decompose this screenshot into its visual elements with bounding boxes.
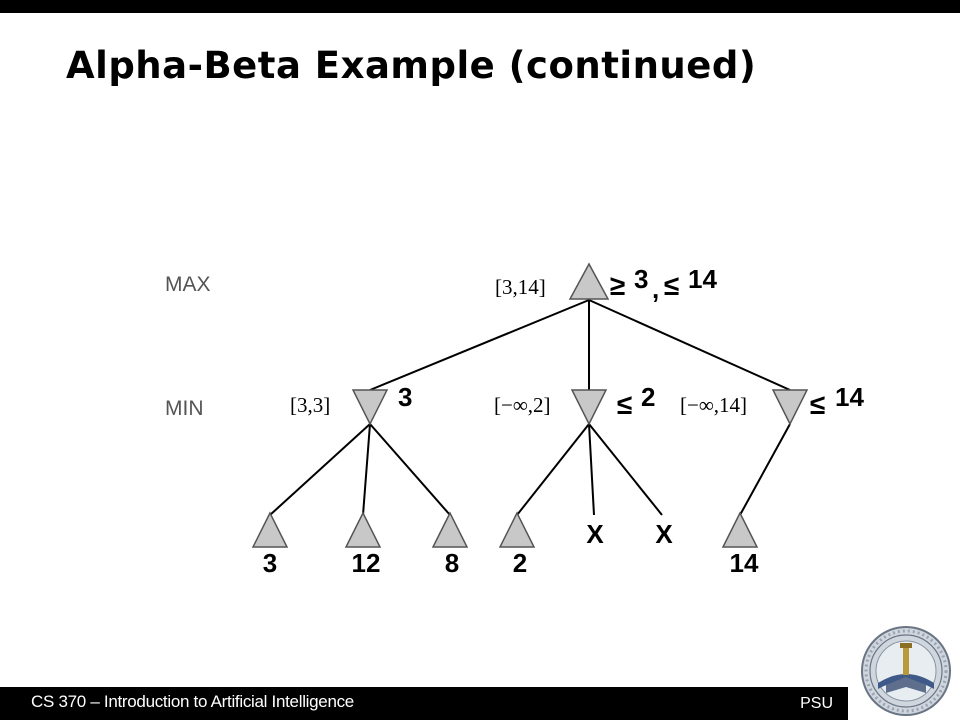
min3-value: 14 xyxy=(835,382,864,412)
min1-bound: [3,3] xyxy=(290,393,330,417)
edge-min2-leaf6 xyxy=(588,423,663,516)
edge-root-min1 xyxy=(369,299,590,391)
leaf-value-3: 8 xyxy=(445,548,459,578)
edge-min3-leaf7 xyxy=(739,423,791,516)
root-ge-sign: ≥ xyxy=(610,270,625,301)
min3-le-sign: ≤ xyxy=(810,389,825,420)
edge-min1-leaf1 xyxy=(269,423,371,516)
leaf-node-4 xyxy=(498,511,536,548)
level-label-min: MIN xyxy=(165,397,204,420)
leaf-value-1: 3 xyxy=(263,548,277,578)
min2-le-sign: ≤ xyxy=(617,389,632,420)
min-node-3 xyxy=(771,389,809,426)
edge-min2-leaf4 xyxy=(516,423,590,516)
edge-root-min3 xyxy=(588,299,791,391)
leaf-node-1 xyxy=(251,511,289,548)
root-upper-value: 14 xyxy=(688,264,717,294)
min-node-1 xyxy=(351,389,389,426)
min1-value: 3 xyxy=(398,382,412,412)
root-bound: [3,14] xyxy=(495,275,546,299)
footer-course-title: CS 370 – Introduction to Artificial Inte… xyxy=(31,692,354,711)
root-le-sign: ≤ xyxy=(664,270,679,301)
leaf-node-3 xyxy=(431,511,469,548)
leaf-value-4: 2 xyxy=(513,548,527,578)
edge-min1-leaf2 xyxy=(362,423,371,516)
tree-edges xyxy=(269,299,791,516)
top-bar xyxy=(0,0,960,13)
root-comma: , xyxy=(652,274,659,304)
edge-min1-leaf3 xyxy=(369,423,451,516)
footer-bar: CS 370 – Introduction to Artificial Inte… xyxy=(0,687,848,720)
pruned-leaf-1: X xyxy=(586,519,604,549)
leaf-node-7 xyxy=(721,511,759,548)
leaf-value-2: 12 xyxy=(352,548,381,578)
min-node-2 xyxy=(570,389,608,426)
leaf-value-7: 14 xyxy=(730,548,759,578)
footer-org: PSU xyxy=(800,695,833,712)
max-root-node xyxy=(568,262,610,300)
edge-min2-leaf5 xyxy=(588,423,595,516)
university-seal-logo xyxy=(861,626,951,716)
min3-bound: [−∞,14] xyxy=(680,393,747,417)
leaf-node-2 xyxy=(344,511,382,548)
min2-value: 2 xyxy=(641,382,655,412)
slide-title: Alpha-Beta Example (continued) xyxy=(66,44,757,87)
pruned-leaf-2: X xyxy=(655,519,673,549)
level-label-max: MAX xyxy=(165,273,211,296)
root-lower-value: 3 xyxy=(634,264,648,294)
min2-bound: [−∞,2] xyxy=(494,393,551,417)
